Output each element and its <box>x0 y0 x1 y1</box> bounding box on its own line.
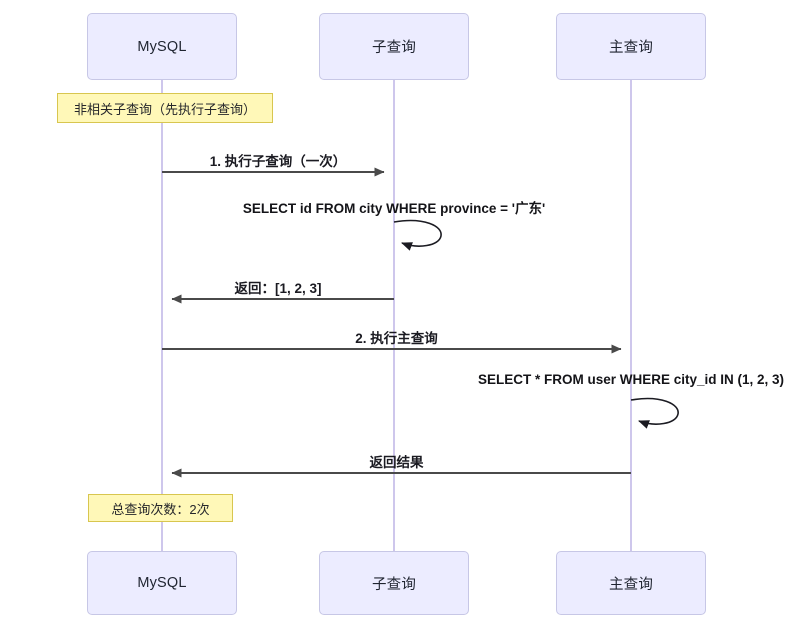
self-call-label-mainquery-sql: SELECT * FROM user WHERE city_id IN (1, … <box>477 372 785 387</box>
lifeline-mysql <box>161 80 163 551</box>
actor-mainquery-bottom-label: 主查询 <box>608 576 654 593</box>
note-non-correlated-subquery-label: 非相关子查询（先执行子查询） <box>73 101 256 117</box>
actor-mysql-top[interactable]: MySQL <box>87 13 237 80</box>
actor-mysql-top-label: MySQL <box>137 38 187 55</box>
message-label-execute-mainquery: 2. 执行主查询 <box>355 331 438 346</box>
actor-subquery-bottom-label: 子查询 <box>371 576 417 593</box>
actor-mainquery-bottom[interactable]: 主查询 <box>556 551 706 615</box>
message-label-return-result: 返回结果 <box>369 455 424 470</box>
lifeline-mainquery <box>630 80 632 551</box>
actor-subquery-top-label: 子查询 <box>371 40 417 56</box>
message-label-return-ids: 返回：[1, 2, 3] <box>234 281 322 296</box>
actor-mysql-bottom-label: MySQL <box>137 575 187 591</box>
actor-mysql-bottom[interactable]: MySQL <box>87 551 237 615</box>
note-total-query-count[interactable]: 总查询次数：2次 <box>88 494 233 522</box>
message-label-execute-subquery: 1. 执行子查询（一次） <box>209 154 347 169</box>
actor-subquery-top[interactable]: 子查询 <box>319 13 469 80</box>
lifeline-subquery <box>393 80 395 551</box>
self-call-arc-mainquery <box>630 397 679 429</box>
self-call-label-subquery-sql: SELECT id FROM city WHERE province = '广东… <box>242 201 546 216</box>
actor-mainquery-top[interactable]: 主查询 <box>556 13 706 80</box>
actor-mainquery-top-label: 主查询 <box>608 40 654 56</box>
note-total-query-count-label: 总查询次数：2次 <box>111 501 210 517</box>
note-non-correlated-subquery[interactable]: 非相关子查询（先执行子查询） <box>57 93 273 123</box>
self-call-arc-subquery <box>393 219 442 251</box>
actor-subquery-bottom[interactable]: 子查询 <box>319 551 469 615</box>
